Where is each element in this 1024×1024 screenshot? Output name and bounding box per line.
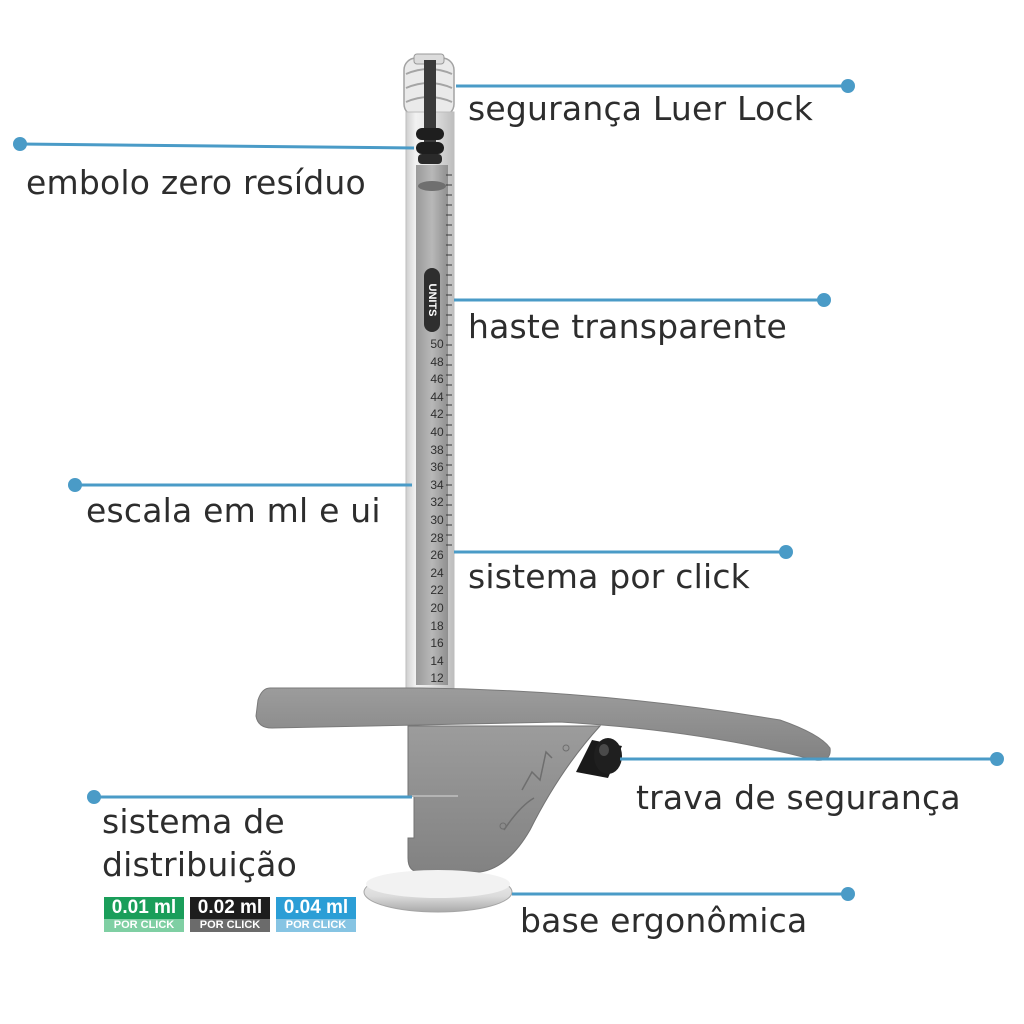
leader-barrel <box>454 293 831 307</box>
leader-distribution <box>87 790 412 804</box>
scale-tick: 34 <box>430 477 444 492</box>
callout-luer-lock: segurança Luer Lock <box>468 89 814 128</box>
dose-badge-value: 0.02 ml <box>190 897 270 919</box>
leader-luer-lock <box>456 79 855 93</box>
leader-scale <box>68 478 412 492</box>
scale-tick: 24 <box>430 565 444 580</box>
scale-tick: 36 <box>430 460 444 475</box>
callout-barrel: haste transparente <box>468 307 787 346</box>
leader-base <box>512 887 855 901</box>
scale-tick: 44 <box>430 389 444 404</box>
callout-distribution: sistema de distribuição <box>102 802 297 884</box>
scale-tick: 12 <box>430 671 444 686</box>
leader-safety-lock <box>620 752 1004 766</box>
dose-badge-caption: POR CLICK <box>276 919 356 932</box>
safety-lock-knob <box>576 738 622 778</box>
callout-plunger: embolo zero resíduo <box>26 163 366 202</box>
dose-badge-0-04: 0.04 ml POR CLICK <box>276 897 356 933</box>
scale-tick: 40 <box>430 424 444 439</box>
dose-badge-0-02: 0.02 ml POR CLICK <box>190 897 270 933</box>
callout-safety-lock: trava de segurança <box>636 778 961 817</box>
scale-tick: 50 <box>430 337 444 351</box>
scale-tick: 48 <box>430 354 444 369</box>
scale-tick: 28 <box>430 530 444 545</box>
scale-tick: 38 <box>430 442 444 457</box>
dose-badge-value: 0.04 ml <box>276 897 356 919</box>
scale-tick: 22 <box>430 583 444 598</box>
callout-scale: escala em ml e ui <box>86 491 381 530</box>
scale-tick: 32 <box>430 495 444 510</box>
scale-tick: 20 <box>430 600 444 615</box>
scale-tick: 30 <box>430 512 444 527</box>
dose-badge-value: 0.01 ml <box>104 897 184 919</box>
scale-tube <box>416 165 448 685</box>
leader-plunger <box>13 137 415 151</box>
scale-tick: 18 <box>430 618 444 633</box>
scale-tick: 26 <box>430 548 444 563</box>
plunger-seal <box>416 128 444 164</box>
units-badge <box>424 268 440 332</box>
scale-tick: 16 <box>430 636 444 651</box>
scale-tick: 46 <box>430 372 444 387</box>
dose-badge-caption: POR CLICK <box>190 919 270 932</box>
scale-numbers: 50 48 46 44 42 40 38 36 34 32 30 28 26 2… <box>424 336 450 688</box>
leader-click-system <box>454 545 793 559</box>
scale-tick: 14 <box>430 653 444 668</box>
dose-badge-0-01: 0.01 ml POR CLICK <box>104 897 184 933</box>
dose-badge-caption: POR CLICK <box>104 919 184 932</box>
dispenser-body <box>407 725 602 873</box>
plunger-rod <box>424 60 436 150</box>
callout-click-system: sistema por click <box>468 557 750 596</box>
callout-base: base ergonômica <box>520 901 808 940</box>
scale-tick: 42 <box>430 407 444 422</box>
scale-fine-ticks <box>446 174 452 546</box>
